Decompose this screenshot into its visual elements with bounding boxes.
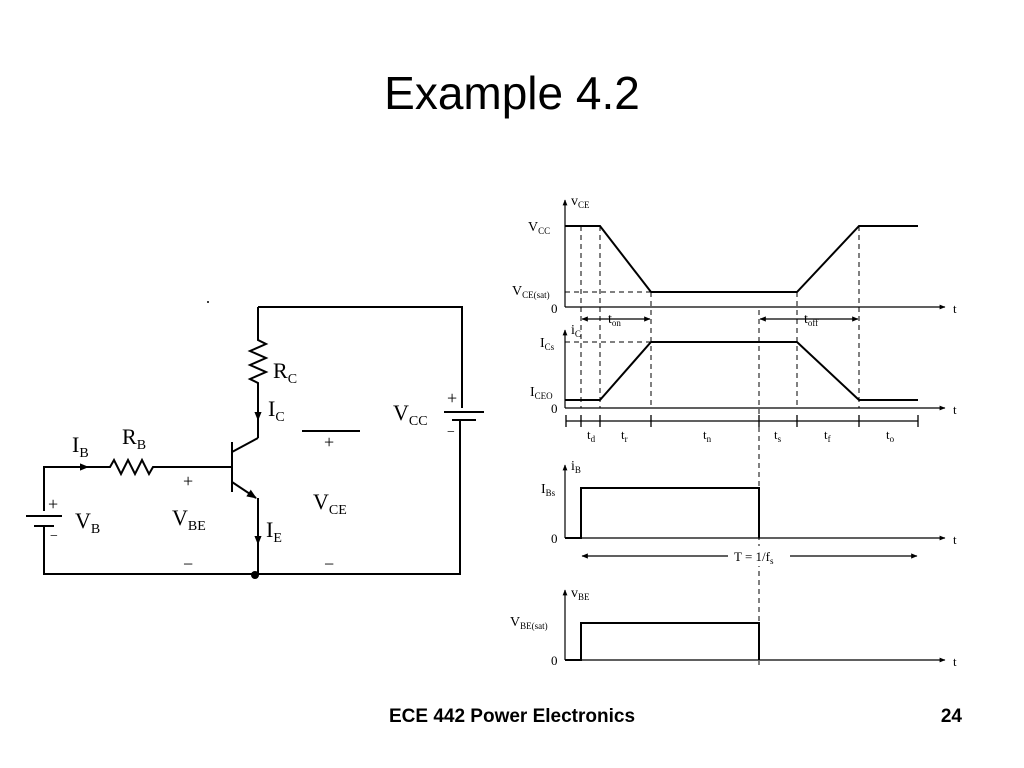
iceo-level-label: ICEO <box>530 385 553 401</box>
vce-plus-sign: + <box>324 432 334 452</box>
rb-label: RB <box>122 424 146 453</box>
ib-axis-label: iB <box>571 459 581 475</box>
ic-waveform <box>565 341 918 401</box>
ic-zero-label: 0 <box>551 401 558 416</box>
tn-label: tn <box>703 427 712 444</box>
vbe-sat-level-label: VBE(sat) <box>510 615 548 631</box>
footer-course-title: ECE 442 Power Electronics <box>388 706 636 727</box>
ic-label: IC <box>268 396 285 425</box>
to-label: to <box>886 427 895 444</box>
period-label-bg <box>728 546 790 566</box>
ib-t-label: t <box>953 532 957 547</box>
transistor-collector-lead <box>231 437 259 453</box>
vce-sat-level-label: VCE(sat) <box>512 284 550 300</box>
vce-axis-label: vCE <box>571 194 590 210</box>
tf-label: tf <box>824 427 831 444</box>
top-wire <box>258 306 463 408</box>
slide-title: Example 4.2 <box>384 67 640 119</box>
vb-plus-sign: + <box>48 494 58 514</box>
ib-zero-label: 0 <box>551 531 558 546</box>
vce-t-label: t <box>953 301 957 316</box>
vce-zero-label: 0 <box>551 301 558 316</box>
vbe-axis-label: vBE <box>571 586 590 602</box>
vcc-level-label: VCC <box>528 220 550 236</box>
td-label: td <box>587 427 596 444</box>
ics-level-label: ICs <box>540 336 555 352</box>
vb-minus-sign: − <box>50 529 58 544</box>
vcc-plus-sign: + <box>447 388 457 408</box>
vce-waveform <box>565 225 918 293</box>
vbe-label: VBE <box>172 505 206 534</box>
bjt-circuit: IB RB RC IC IE VB VBE VCE VCC + − + − + … <box>26 301 484 579</box>
ib-label: IB <box>72 432 89 461</box>
vbe-plus-sign: + <box>183 471 193 491</box>
bottom-wire <box>43 420 461 575</box>
collector-resistor-rc <box>247 307 269 438</box>
vbe-waveform <box>565 622 760 661</box>
vb-label: VB <box>75 508 100 537</box>
vbe-zero-label: 0 <box>551 653 558 668</box>
vcc-label: VCC <box>393 400 428 429</box>
vce-minus-sign: − <box>324 554 334 574</box>
ic-axis-label: iC <box>571 323 581 339</box>
interval-ticks <box>565 415 919 427</box>
vbe-minus-sign: − <box>183 554 193 574</box>
transistor-emitter-lead <box>231 481 257 499</box>
ie-label: IE <box>266 517 282 546</box>
rc-label: RC <box>273 358 297 387</box>
ton-label: ton <box>608 312 621 328</box>
ibs-level-label: IBs <box>541 482 556 498</box>
vce-label: VCE <box>313 489 347 518</box>
switching-waveforms: vCE VCC VCE(sat) 0 t ton toff iC ICs ICE… <box>510 194 957 669</box>
ts-label: ts <box>774 427 782 444</box>
toff-label: toff <box>804 312 818 328</box>
ib-waveform <box>565 487 760 539</box>
vcc-minus-sign: − <box>447 425 455 440</box>
speck <box>207 301 209 303</box>
ground-node <box>251 571 259 579</box>
period-label: T = 1/fs <box>734 549 774 566</box>
tr-label: tr <box>621 427 628 444</box>
vbe-t-label: t <box>953 654 957 669</box>
page-number: 24 <box>940 706 962 727</box>
ic-t-label: t <box>953 402 957 417</box>
